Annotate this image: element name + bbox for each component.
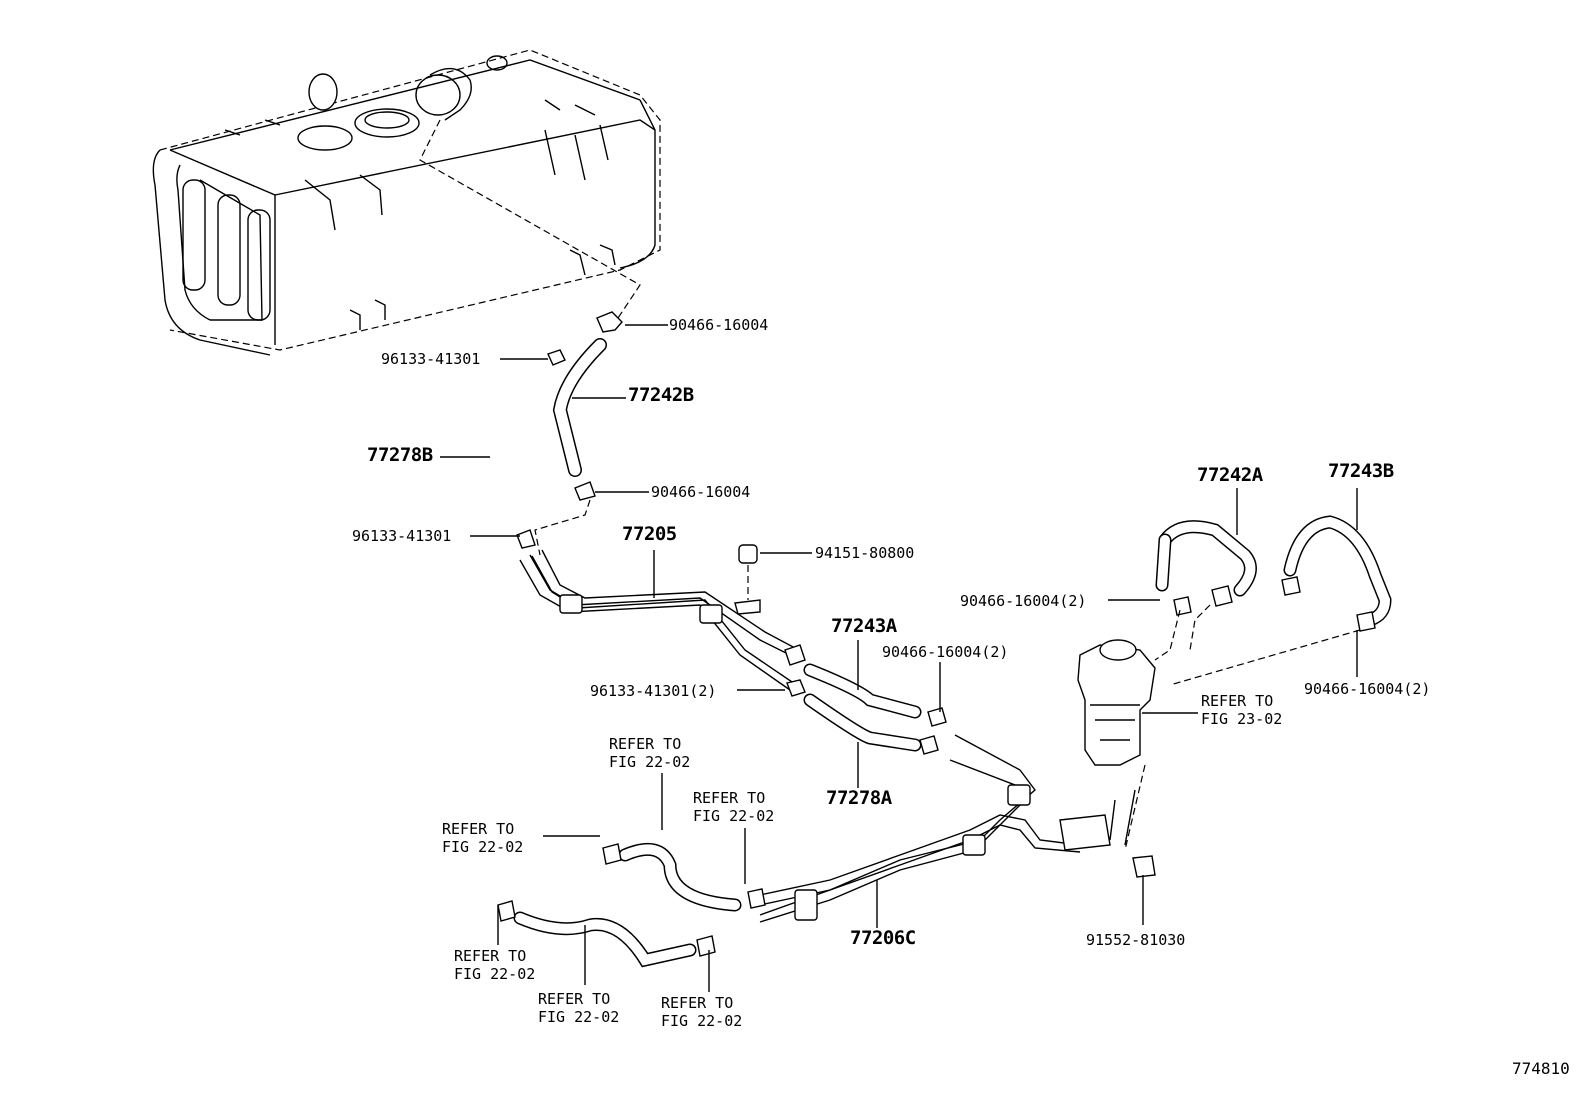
ref-text: REFER TO — [693, 789, 766, 807]
ref-text: REFER TO — [442, 820, 515, 838]
ref-fig-23-02[interactable]: REFER TO FIG 23-02 — [1201, 692, 1282, 728]
pipes-77206C — [759, 734, 1156, 923]
label-clamp-90466-16004-mid: 90466-16004 — [651, 483, 751, 501]
ref-text: REFER TO — [609, 735, 682, 753]
label-77243A: 77243A — [831, 615, 897, 637]
ref-text: REFER TO — [538, 990, 611, 1008]
ref-text: REFER TO — [454, 947, 527, 965]
ref-fig: FIG 23-02 — [1201, 710, 1283, 728]
label-77278A: 77278A — [826, 787, 892, 809]
ref-fig-22-02-c[interactable]: REFER TO FIG 22-02 — [442, 820, 523, 856]
leader-lines — [440, 324, 1358, 992]
label-clamp-pair-right-b: 90466-16004(2) — [1304, 680, 1431, 698]
ref-fig: FIG 22-02 — [693, 807, 775, 825]
hoses-mid — [784, 644, 947, 755]
label-77205: 77205 — [622, 523, 677, 545]
figure-number: 774810 — [1512, 1059, 1570, 1078]
label-77243B: 77243B — [1328, 460, 1394, 482]
label-clip-96133-41301-lower: 96133-41301 — [352, 527, 452, 545]
label-screw-91552-81030: 91552-81030 — [1086, 931, 1186, 949]
hoses-upper — [484, 311, 623, 556]
ref-fig-22-02-f[interactable]: REFER TO FIG 22-02 — [661, 994, 742, 1030]
ref-fig: FIG 22-02 — [538, 1008, 620, 1026]
ref-fig: FIG 22-02 — [609, 753, 691, 771]
label-77206C: 77206C — [850, 927, 916, 949]
fuel-tank — [152, 49, 661, 356]
label-77242B: 77242B — [628, 384, 694, 406]
ref-fig-22-02-e[interactable]: REFER TO FIG 22-02 — [538, 990, 619, 1026]
label-clip-pair: 96133-41301(2) — [590, 682, 717, 700]
label-clip-96133-41301-upper: 96133-41301 — [381, 350, 481, 368]
ref-text: REFER TO — [1201, 692, 1274, 710]
ref-fig: FIG 22-02 — [454, 965, 536, 983]
label-clamp-pair-mid: 90466-16004(2) — [882, 643, 1009, 661]
label-bolt-94151-80800: 94151-80800 — [815, 544, 915, 562]
ref-fig: FIG 22-02 — [442, 838, 524, 856]
fuel-filter-assembly — [1077, 515, 1392, 851]
ref-fig-22-02-b[interactable]: REFER TO FIG 22-02 — [693, 789, 774, 825]
label-clamp-pair-right-a: 90466-16004(2) — [960, 592, 1087, 610]
ref-text: REFER TO — [661, 994, 734, 1012]
label-77278B: 77278B — [367, 444, 433, 466]
label-clamp-90466-16004-top: 90466-16004 — [669, 316, 769, 334]
label-77242A: 77242A — [1197, 464, 1263, 486]
ref-fig-22-02-a[interactable]: REFER TO FIG 22-02 — [609, 735, 690, 771]
pipes-77205 — [519, 544, 796, 691]
ref-fig: FIG 22-02 — [661, 1012, 743, 1030]
ref-fig-22-02-d[interactable]: REFER TO FIG 22-02 — [454, 947, 535, 983]
hoses-lower-left — [497, 842, 766, 968]
